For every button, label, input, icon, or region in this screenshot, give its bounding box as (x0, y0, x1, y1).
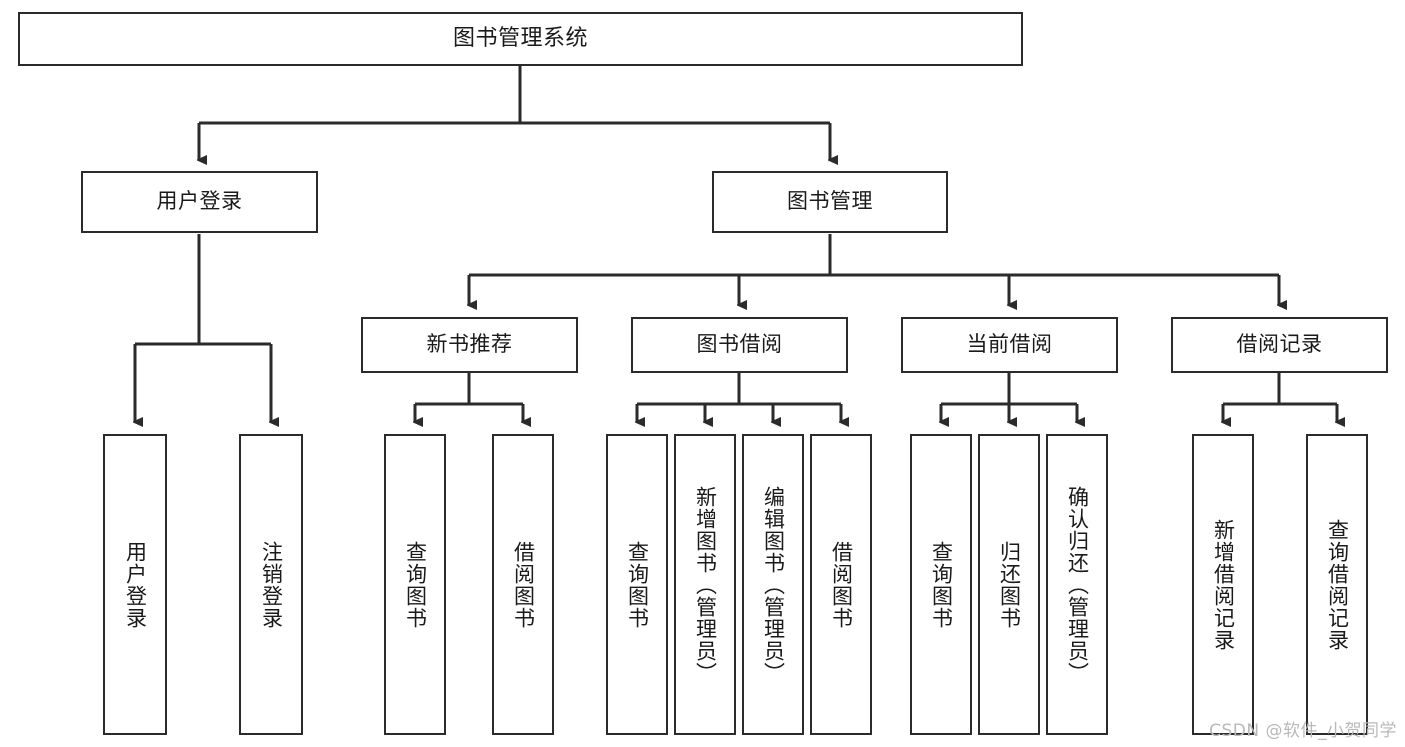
node-root-book-management-system[interactable]: 图书管理系统 (18, 12, 1023, 66)
node-label: 新增图书（管理员） (693, 485, 718, 684)
node-label: 编辑图书（管理员） (761, 485, 786, 684)
leaf-book-borrow-borrow-book[interactable]: 借阅图书 (810, 434, 872, 735)
node-book-borrow[interactable]: 图书借阅 (631, 317, 848, 373)
node-label: 图书借阅 (696, 332, 783, 357)
leaf-current-borrow-return-book[interactable]: 归还图书 (978, 434, 1040, 735)
leaf-current-borrow-query-book[interactable]: 查询图书 (910, 434, 972, 735)
node-current-borrow[interactable]: 当前借阅 (901, 317, 1118, 373)
node-label: 图书管理系统 (452, 25, 588, 51)
node-book-management[interactable]: 图书管理 (712, 171, 948, 233)
node-label: 查询借阅记录 (1325, 518, 1350, 651)
node-label: 当前借阅 (966, 332, 1053, 357)
node-label: 借阅图书 (829, 540, 854, 629)
node-user-login[interactable]: 用户登录 (81, 171, 318, 233)
node-label: 新书推荐 (426, 332, 513, 357)
node-label: 确认归还（管理员） (1065, 485, 1090, 684)
node-label: 注销登录 (259, 540, 284, 629)
leaf-book-borrow-query-book[interactable]: 查询图书 (606, 434, 668, 735)
leaf-current-borrow-confirm-return-admin[interactable]: 确认归还（管理员） (1046, 434, 1108, 735)
node-label: 用户登录 (156, 189, 243, 214)
csdn-watermark: CSDN @软件_小贺同学 (1209, 721, 1397, 741)
node-label: 图书管理 (787, 189, 873, 214)
node-label: 新增借阅记录 (1211, 518, 1236, 651)
node-label: 用户登录 (123, 540, 148, 629)
node-label: 借阅记录 (1236, 332, 1323, 357)
leaf-user-login-logout[interactable]: 注销登录 (239, 434, 303, 735)
leaf-borrow-record-query-record[interactable]: 查询借阅记录 (1306, 434, 1368, 735)
node-label: 查询图书 (625, 540, 650, 629)
node-borrow-record[interactable]: 借阅记录 (1171, 317, 1388, 373)
leaf-new-book-query-book[interactable]: 查询图书 (384, 434, 446, 735)
leaf-book-borrow-edit-book-admin[interactable]: 编辑图书（管理员） (742, 434, 804, 735)
node-label: 查询图书 (403, 540, 428, 629)
node-label: 查询图书 (929, 540, 954, 629)
leaf-book-borrow-add-book-admin[interactable]: 新增图书（管理员） (674, 434, 736, 735)
node-new-book-recommend[interactable]: 新书推荐 (361, 317, 578, 373)
node-label: 归还图书 (997, 540, 1022, 629)
leaf-user-login-login[interactable]: 用户登录 (103, 434, 167, 735)
leaf-new-book-borrow-book[interactable]: 借阅图书 (492, 434, 554, 735)
leaf-borrow-record-add-record[interactable]: 新增借阅记录 (1192, 434, 1254, 735)
node-label: 借阅图书 (511, 540, 536, 629)
